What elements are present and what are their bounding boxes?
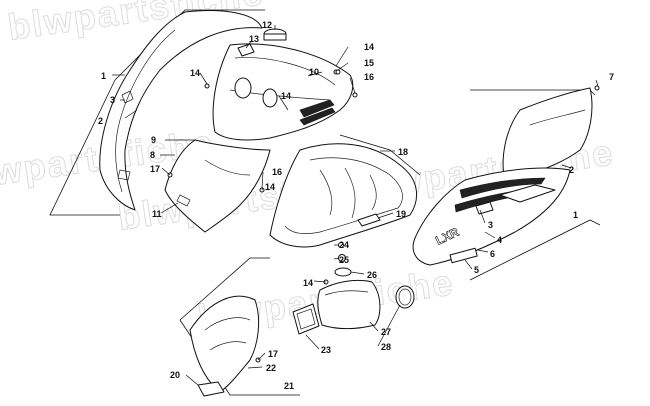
callout-label: 3 [488,220,493,230]
duct-seal [292,303,320,335]
rubber-grommet [334,267,352,277]
right-upper-panel-line [529,109,586,126]
screw [594,85,600,91]
callout-label: 6 [490,249,495,259]
callout-label: 14 [190,68,200,78]
hood-clip [237,43,255,57]
callout-label: 14 [281,91,291,101]
hood-gauge-hole [234,77,252,99]
frame-hood-left-top [114,9,265,81]
lower-bumper-rib [204,317,251,331]
callout-label: 16 [364,72,374,82]
frame-right-bottom [469,219,601,281]
callout-label: 12 [262,20,272,30]
model-decal [449,247,478,264]
callout-label: 7 [609,72,614,82]
duct-ring-inner [398,288,412,306]
right-panel-stripe [459,177,546,199]
callout-label: 14 [364,42,374,52]
screw [352,92,358,98]
callout-label: 28 [381,342,391,352]
callout-label: 27 [381,327,391,337]
storage-tray [269,143,418,248]
left-panel-inner-line [115,29,176,193]
callout-label: 17 [268,349,278,359]
left-side-panel [99,10,263,211]
storage-tray-inner [284,157,403,234]
leader-lines [112,25,599,386]
callout-label: 13 [249,34,259,44]
callout-label: 9 [151,135,156,145]
frame-hood-left-bottom [49,79,120,216]
nose-emblem [176,194,191,207]
lower-bumper-rib [209,341,247,351]
callout-label: 24 [339,240,349,250]
callout-label: 21 [284,381,294,391]
duct-seal-inner [296,308,316,330]
left-panel-decal [117,169,131,181]
callout-label: 1 [101,71,106,81]
callout-label: 8 [150,150,155,160]
callout-label: 18 [398,147,408,157]
frame-lower-top [179,257,270,321]
storage-tray-rib [369,174,377,211]
callout-label: 23 [321,345,331,355]
hood-top-rib [234,57,336,86]
vent-cap-body [263,33,287,41]
air-duct [317,279,381,330]
bracket [357,213,381,227]
callout-label: 17 [150,164,160,174]
callout-label: 20 [170,370,180,380]
lower-bumper [189,295,260,393]
callout-label: 15 [364,58,374,68]
callout-labels: 1 1 2 2 3 3 4 5 6 7 8 9 10 11 12 13 14 1… [98,20,614,391]
hood-vent-stripe [299,99,335,118]
callout-label: 26 [367,270,377,280]
callout-label: 16 [272,167,282,177]
callout-label: 1 [573,210,578,220]
front-nose-cowl [164,139,271,233]
right-panel-decal [499,184,556,203]
callout-label: 25 [339,255,349,265]
air-duct-edge [324,290,369,296]
callout-label: 2 [569,165,574,175]
hood-gauge-hole [262,88,278,108]
right-upper-panel [502,87,593,181]
callout-label: 10 [309,67,319,77]
callout-label: 2 [98,116,103,126]
lower-bracket [197,381,225,397]
hood-vent-stripe [299,107,336,126]
nose-contour [204,159,251,176]
storage-tray-rib [319,169,333,216]
callout-label: 4 [497,235,502,245]
frame-tray [339,134,421,176]
callout-label: 3 [110,95,115,105]
callout-label: 14 [265,182,275,192]
callout-label: 11 [152,209,162,219]
screw [335,69,341,75]
callout-label: 14 [303,278,313,288]
screw [204,83,210,89]
callout-label: 22 [266,363,276,373]
callout-label: 19 [396,209,406,219]
callout-label: 5 [474,265,479,275]
storage-tray-rib [344,167,356,219]
